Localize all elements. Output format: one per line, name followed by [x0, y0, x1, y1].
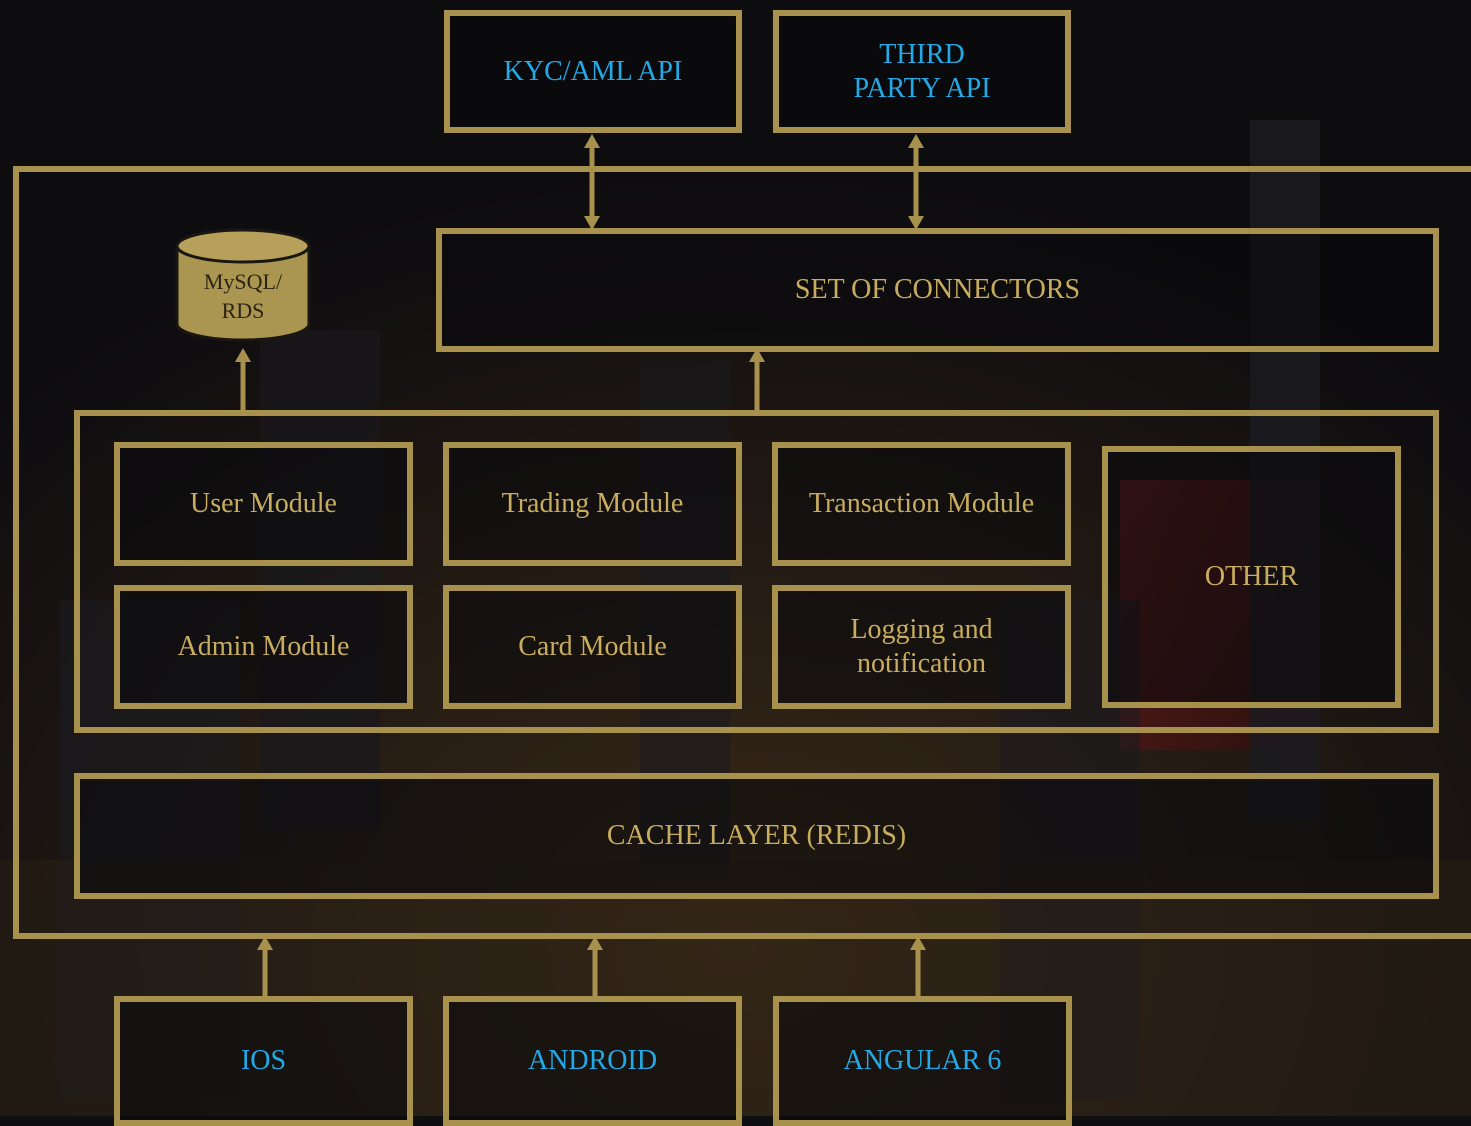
card-module-label: Card Module	[518, 631, 667, 663]
admin-module-label: Admin Module	[177, 631, 350, 663]
admin-module-box: Admin Module	[114, 585, 413, 709]
trading-module-box: Trading Module	[443, 442, 742, 566]
other-module-box: OTHER	[1102, 446, 1401, 708]
application-container	[13, 166, 1471, 939]
kyc-aml-api-box: KYC/AML API	[444, 10, 742, 133]
database-cylinder-icon	[175, 228, 311, 342]
user-module-box: User Module	[114, 442, 413, 566]
angular-client-label: ANGULAR 6	[843, 1045, 1002, 1077]
card-module-box: Card Module	[443, 585, 742, 709]
user-module-label: User Module	[190, 488, 337, 520]
angular-client-box: ANGULAR 6	[773, 996, 1072, 1126]
logging-module-label: Logging and notification	[850, 614, 993, 679]
database-label: MySQL/ RDS	[203, 269, 283, 323]
connectors-box: SET OF CONNECTORS	[436, 228, 1439, 352]
third-party-api-box: THIRD PARTY API	[773, 10, 1071, 133]
android-client-label: ANDROID	[527, 1045, 658, 1077]
other-module-label: OTHER	[1204, 561, 1299, 593]
cache-layer-box: CACHE LAYER (REDIS)	[74, 773, 1439, 899]
ios-client-label: IOS	[240, 1045, 287, 1077]
transaction-module-label: Transaction Module	[808, 488, 1035, 520]
ios-client-box: IOS	[114, 996, 413, 1126]
third-party-api-label: THIRD PARTY API	[853, 38, 991, 104]
android-client-box: ANDROID	[443, 996, 742, 1126]
kyc-aml-api-label: KYC/AML API	[503, 55, 683, 87]
logging-module-box: Logging and notification	[772, 585, 1071, 709]
cache-layer-label: CACHE LAYER (REDIS)	[606, 820, 907, 852]
transaction-module-box: Transaction Module	[772, 442, 1071, 566]
trading-module-label: Trading Module	[501, 488, 684, 520]
connectors-label: SET OF CONNECTORS	[794, 274, 1081, 306]
modules-container	[74, 410, 1439, 733]
